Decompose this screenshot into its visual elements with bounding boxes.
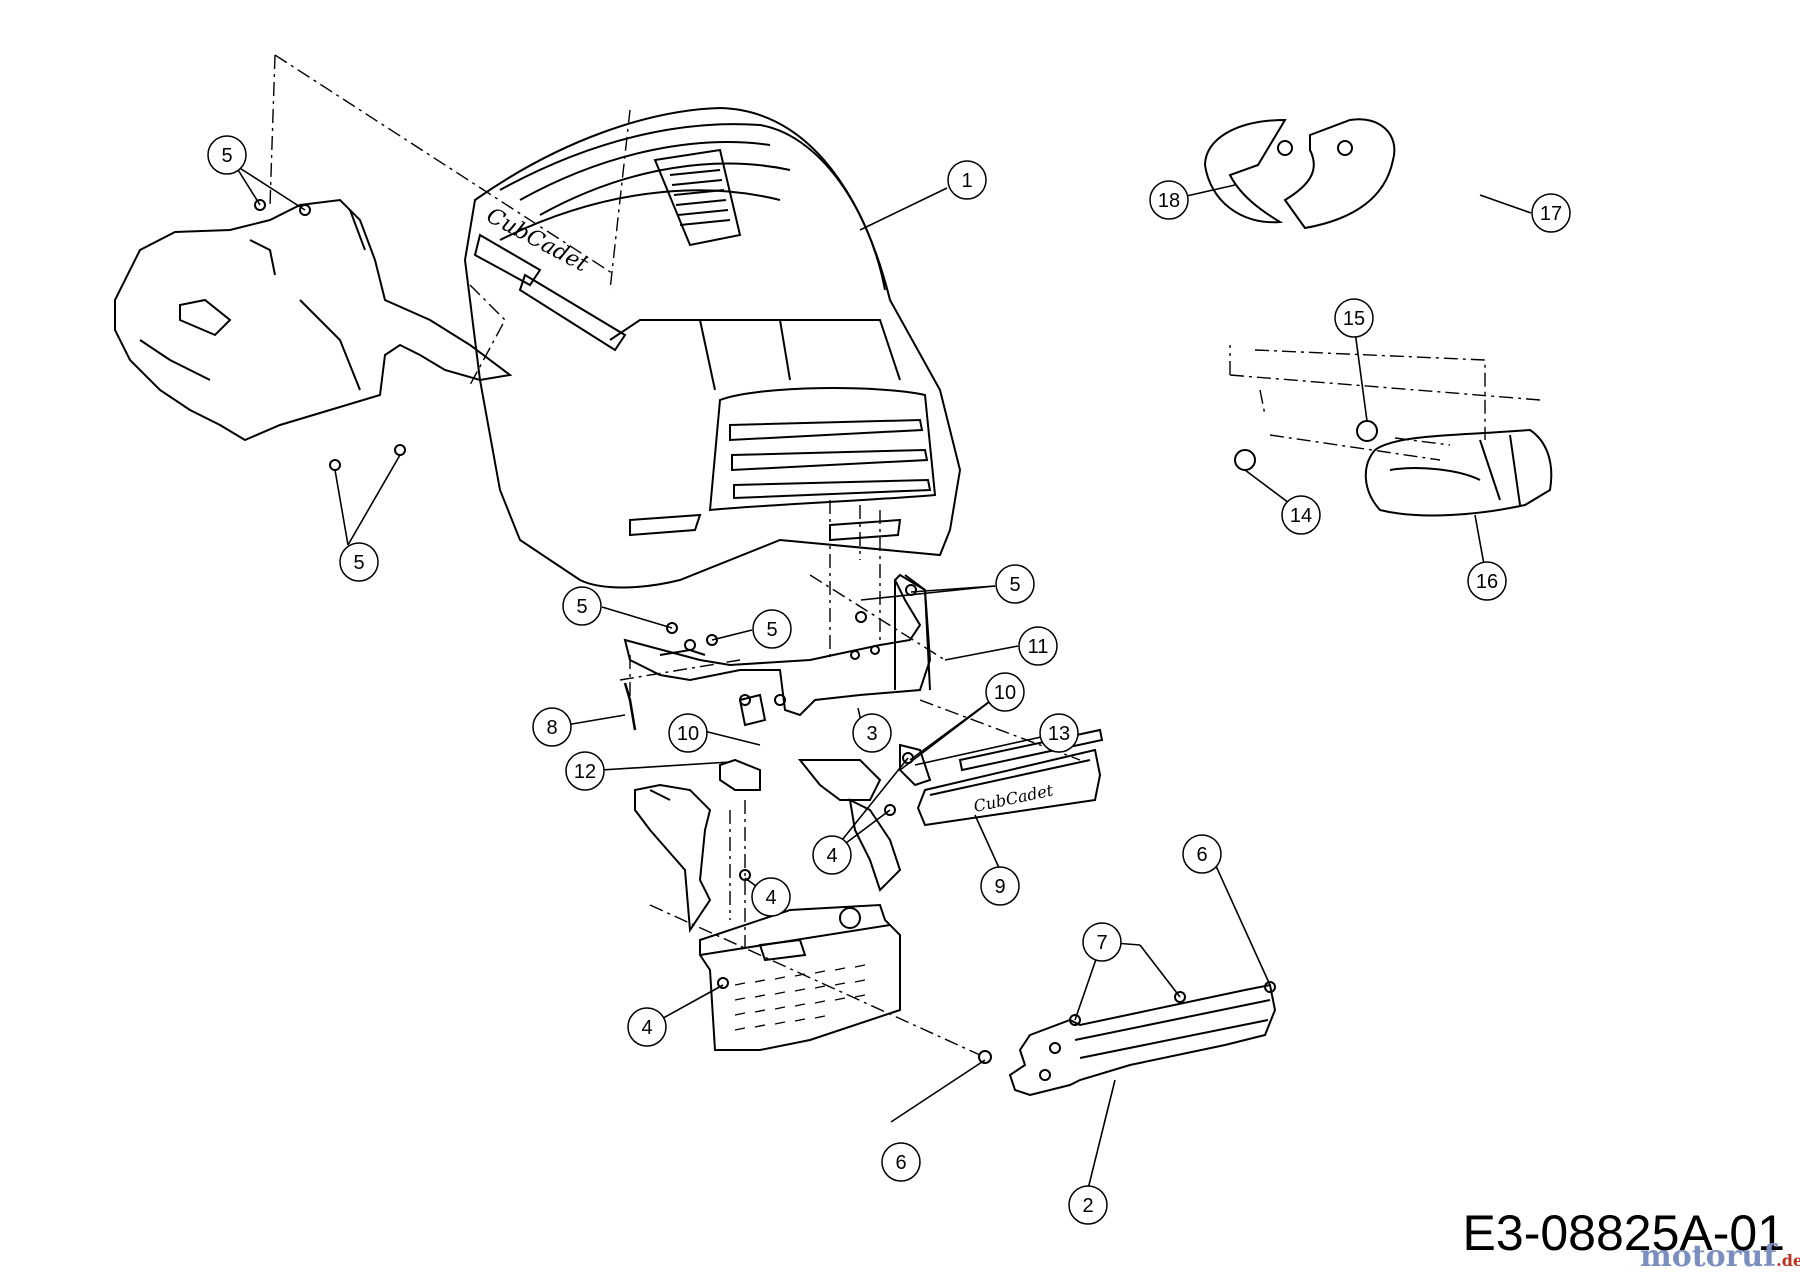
callout-10a: 10	[668, 713, 708, 753]
callout-12: 12	[565, 751, 605, 791]
watermark: motoruf.de	[1640, 1239, 1800, 1272]
callout-8: 8	[532, 707, 572, 747]
part-callouts: 1 2 3 4 4 4 5 5 5 5 5 6 6 7 8 9 10 10 11…	[207, 135, 1571, 1225]
hood-bracket	[623, 573, 932, 717]
callout-5c: 5	[562, 586, 602, 626]
side-panel	[114, 198, 513, 442]
hood-assembly	[463, 106, 962, 589]
callout-11: 11	[1018, 626, 1058, 666]
callout-5d: 5	[752, 609, 792, 649]
watermark-brand: motoruf	[1640, 1239, 1778, 1272]
callout-5b: 5	[339, 542, 379, 582]
svg-text:3: 3	[866, 723, 877, 745]
drawing-code: E3-08825A-01	[1463, 1205, 1785, 1261]
svg-text:13: 13	[1048, 723, 1070, 745]
callout-16: 16	[1467, 561, 1507, 601]
svg-text:15: 15	[1343, 308, 1365, 330]
svg-text:14: 14	[1290, 505, 1312, 527]
callout-3: 3	[852, 713, 892, 753]
svg-text:10: 10	[677, 723, 699, 745]
svg-text:17: 17	[1540, 203, 1562, 225]
svg-text:16: 16	[1476, 571, 1498, 593]
svg-text:2: 2	[1082, 1195, 1093, 1217]
callout-7: 7	[1082, 922, 1122, 962]
svg-text:4: 4	[826, 845, 837, 867]
svg-text:5: 5	[766, 619, 777, 641]
callout-6a: 6	[1182, 834, 1222, 874]
callout-4c: 4	[627, 1007, 667, 1047]
callout-4b: 4	[751, 877, 791, 917]
svg-text:6: 6	[1196, 844, 1207, 866]
muffler-guard	[699, 903, 901, 1051]
svg-text:7: 7	[1096, 932, 1107, 954]
svg-text:5: 5	[1009, 574, 1020, 596]
svg-text:9: 9	[994, 876, 1005, 898]
svg-text:6: 6	[895, 1152, 906, 1174]
callout-15: 15	[1334, 298, 1374, 338]
decal-pieces	[1203, 118, 1396, 230]
svg-text:4: 4	[765, 887, 776, 909]
callout-9: 9	[980, 866, 1020, 906]
callout-6b: 6	[881, 1142, 921, 1182]
callout-17: 17	[1531, 193, 1571, 233]
svg-text:5: 5	[353, 552, 364, 574]
svg-text:1: 1	[961, 170, 972, 192]
callout-10b: 10	[985, 672, 1025, 712]
callout-18: 18	[1149, 180, 1189, 220]
svg-text:8: 8	[546, 717, 557, 739]
callout-1: 1	[947, 160, 987, 200]
watermark-tld: .de	[1776, 1251, 1800, 1270]
callout-2: 2	[1068, 1185, 1108, 1225]
callout-5e: 5	[995, 564, 1035, 604]
callout-13: 13	[1039, 713, 1079, 753]
svg-text:4: 4	[641, 1017, 652, 1039]
svg-text:11: 11	[1028, 636, 1049, 658]
callout-14: 14	[1281, 495, 1321, 535]
front-bumper	[1008, 983, 1277, 1097]
callout-4a: 4	[812, 835, 852, 875]
svg-text:10: 10	[994, 682, 1016, 704]
svg-text:18: 18	[1158, 190, 1180, 212]
callout-5a: 5	[207, 135, 247, 175]
svg-text:12: 12	[574, 761, 596, 783]
svg-text:5: 5	[576, 596, 587, 618]
svg-text:5: 5	[221, 145, 232, 167]
clip-part-8	[623, 682, 637, 731]
